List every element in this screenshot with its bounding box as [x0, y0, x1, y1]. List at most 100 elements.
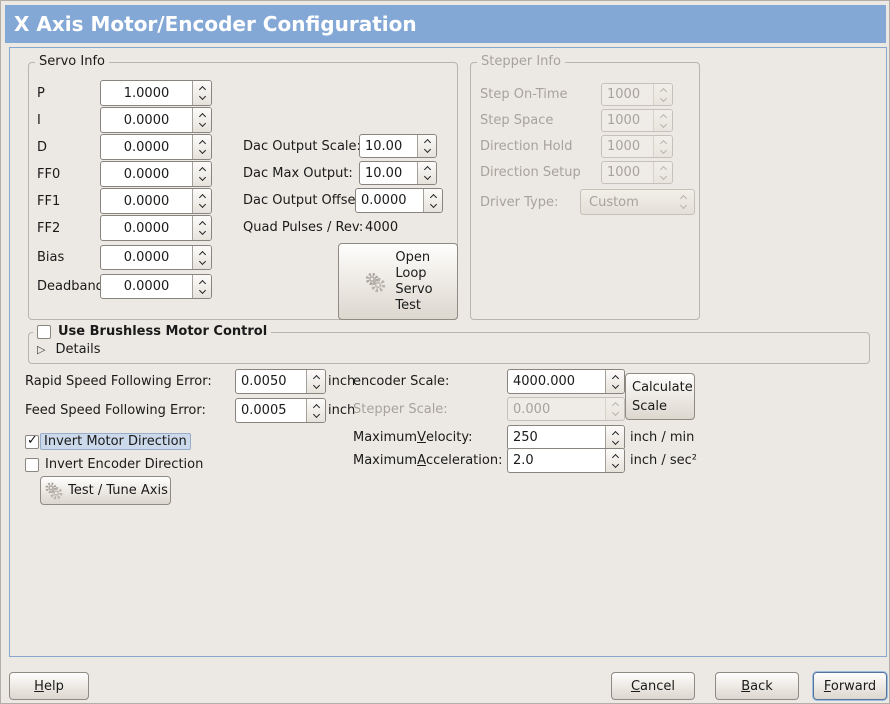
- servo-i-value[interactable]: 0.0000: [123, 112, 170, 128]
- test-tune-axis-button[interactable]: Test / Tune Axis: [40, 476, 171, 505]
- spin-down-icon[interactable]: [611, 460, 619, 468]
- encoder-scale-spinbox[interactable]: 4000.000: [507, 369, 625, 394]
- feed-following-error-spinbox[interactable]: 0.0005: [235, 398, 326, 423]
- servo-ff1-spinbox[interactable]: 0.0000: [100, 188, 212, 214]
- servo-ff2-label: FF2: [37, 220, 61, 236]
- dac-max-output-value[interactable]: 10.00: [365, 165, 403, 181]
- spin-buttons[interactable]: [306, 370, 325, 393]
- maximum-acceleration-spinbox[interactable]: 2.0: [507, 448, 625, 473]
- spin-down-icon[interactable]: [423, 145, 431, 154]
- spin-buttons[interactable]: [192, 81, 211, 105]
- spin-buttons[interactable]: [417, 162, 436, 184]
- dac-output-scale-label: Dac Output Scale:: [243, 138, 361, 154]
- spin-buttons[interactable]: [417, 135, 436, 157]
- spin-buttons[interactable]: [192, 275, 211, 298]
- help-button[interactable]: Help: [9, 672, 89, 700]
- spin-down-icon[interactable]: [611, 381, 619, 389]
- direction-hold-spinbox: 1000: [601, 135, 673, 158]
- spin-buttons[interactable]: [192, 246, 211, 269]
- spin-down-icon[interactable]: [198, 286, 206, 294]
- dac-output-scale-value[interactable]: 10.00: [365, 138, 403, 154]
- invert-encoder-direction-checkbox[interactable]: [25, 458, 39, 472]
- quad-pulses-value: 4000: [365, 219, 399, 235]
- servo-ff0-spinbox[interactable]: 0.0000: [100, 161, 212, 187]
- invert-encoder-direction-label[interactable]: Invert Encoder Direction: [45, 457, 204, 472]
- brushless-frame: Use Brushless Motor Control Details: [28, 324, 870, 364]
- dac-output-offset-value[interactable]: 0.0000: [361, 193, 407, 208]
- servo-p-label: P: [37, 85, 45, 101]
- rapid-following-error-value[interactable]: 0.0050: [241, 374, 287, 389]
- spin-down-icon: [659, 172, 667, 180]
- stepper-info-frame: Stepper Info Step On-Time 1000 Step Spac…: [470, 54, 700, 320]
- servo-bias-spinbox[interactable]: 0.0000: [100, 245, 212, 270]
- maximum-velocity-value[interactable]: 250: [513, 430, 538, 445]
- maximum-velocity-spinbox[interactable]: 250: [507, 425, 625, 450]
- spin-down-icon[interactable]: [198, 146, 206, 155]
- spin-down-icon[interactable]: [198, 257, 206, 265]
- spin-buttons[interactable]: [605, 426, 624, 449]
- feed-following-error-value[interactable]: 0.0005: [241, 403, 287, 418]
- spin-buttons[interactable]: [192, 216, 211, 240]
- spin-down-icon[interactable]: [198, 227, 206, 236]
- servo-p-value[interactable]: 1.0000: [123, 85, 170, 101]
- dac-output-offset-spinbox[interactable]: 0.0000: [355, 188, 443, 213]
- maximum-acceleration-unit: inch / sec²: [630, 453, 698, 468]
- dac-output-offset-label: Dac Output Offset:: [243, 193, 365, 208]
- rapid-following-error-spinbox[interactable]: 0.0050: [235, 369, 326, 394]
- details-expander[interactable]: Details: [37, 338, 101, 360]
- servo-i-spinbox[interactable]: 0.0000: [100, 107, 212, 133]
- servo-d-label: D: [37, 139, 48, 155]
- servo-deadband-value[interactable]: 0.0000: [123, 279, 170, 294]
- spin-buttons[interactable]: [192, 162, 211, 186]
- spin-down-icon[interactable]: [198, 173, 206, 182]
- servo-deadband-spinbox[interactable]: 0.0000: [100, 274, 212, 299]
- invert-motor-direction-label[interactable]: Invert Motor Direction: [40, 433, 191, 450]
- spin-down-icon[interactable]: [198, 200, 206, 209]
- spin-buttons[interactable]: [192, 108, 211, 132]
- cancel-button[interactable]: Cancel: [611, 672, 695, 700]
- spin-down-icon[interactable]: [611, 437, 619, 445]
- servo-d-value[interactable]: 0.0000: [123, 139, 170, 155]
- details-label[interactable]: Details: [55, 341, 101, 357]
- back-label: Back: [741, 678, 773, 694]
- step-space-value: 1000: [607, 113, 641, 128]
- spin-down-icon[interactable]: [423, 172, 431, 181]
- open-loop-servo-test-button[interactable]: Open Loop Servo Test: [338, 243, 458, 320]
- spin-down-icon[interactable]: [312, 410, 320, 418]
- use-brushless-label[interactable]: Use Brushless Motor Control: [58, 324, 268, 339]
- forward-button[interactable]: Forward: [813, 672, 887, 700]
- forward-label: Forward: [823, 678, 877, 694]
- spin-buttons[interactable]: [306, 399, 325, 422]
- stepper-scale-value: 0.000: [513, 401, 551, 417]
- servo-p-spinbox[interactable]: 1.0000: [100, 80, 212, 106]
- feed-following-error-label: Feed Speed Following Error:: [25, 403, 206, 418]
- calculate-scale-button[interactable]: Calculate Scale: [625, 373, 695, 420]
- invert-motor-direction-checkbox[interactable]: [25, 433, 39, 449]
- dac-output-scale-spinbox[interactable]: 10.00: [359, 134, 437, 158]
- spin-down-icon[interactable]: [312, 381, 320, 389]
- spin-down-icon[interactable]: [198, 92, 206, 101]
- servo-bias-value[interactable]: 0.0000: [123, 250, 170, 265]
- spin-down-icon[interactable]: [198, 119, 206, 128]
- back-button[interactable]: Back: [715, 672, 799, 700]
- spin-buttons[interactable]: [605, 449, 624, 472]
- spin-buttons[interactable]: [605, 370, 624, 393]
- servo-ff1-value[interactable]: 0.0000: [123, 193, 170, 209]
- maximum-acceleration-value[interactable]: 2.0: [513, 453, 534, 468]
- servo-ff0-value[interactable]: 0.0000: [123, 166, 170, 182]
- expander-arrow-icon[interactable]: [37, 342, 45, 357]
- gears-icon: [366, 272, 386, 292]
- use-brushless-checkbox[interactable]: [37, 324, 51, 339]
- stepper-info-legend: Stepper Info: [477, 54, 565, 69]
- servo-ff2-spinbox[interactable]: 0.0000: [100, 215, 212, 241]
- dac-max-output-spinbox[interactable]: 10.00: [359, 161, 437, 185]
- spin-buttons[interactable]: [423, 189, 442, 212]
- spin-buttons[interactable]: [192, 135, 211, 159]
- servo-ff2-value[interactable]: 0.0000: [123, 220, 170, 236]
- encoder-scale-value[interactable]: 4000.000: [513, 374, 576, 389]
- spin-down-icon[interactable]: [429, 200, 437, 208]
- spin-buttons[interactable]: [192, 189, 211, 213]
- spin-buttons: [653, 84, 672, 105]
- servo-d-spinbox[interactable]: 0.0000: [100, 134, 212, 160]
